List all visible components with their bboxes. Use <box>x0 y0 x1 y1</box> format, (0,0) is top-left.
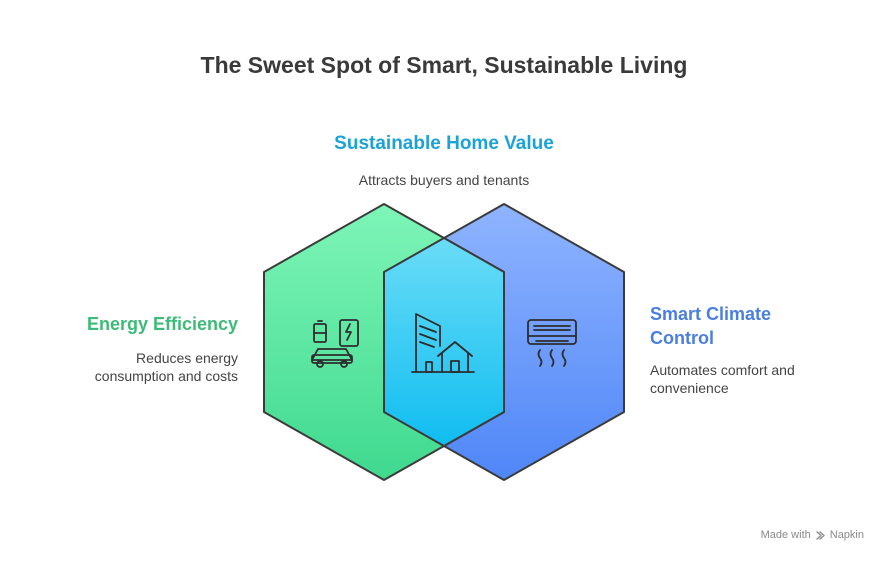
smart-climate-heading-line: Control <box>650 328 714 348</box>
smart-climate-heading-line: Smart Climate <box>650 304 772 324</box>
diagram-title: The Sweet Spot of Smart, Sustainable Liv… <box>200 52 688 78</box>
sustainable-home-overlap <box>383 237 505 447</box>
battery-car-icon <box>311 319 359 368</box>
sustainable-home-heading: Sustainable Home Value <box>334 133 554 154</box>
smart-climate-description-line: convenience <box>650 380 729 396</box>
smart-climate-description-line: Automates comfort and <box>650 362 795 378</box>
energy-efficiency-description: Reduces energy consumption and costs <box>40 349 238 385</box>
air-conditioner-icon <box>527 319 577 367</box>
made-with-napkin-footer[interactable]: Made with Napkin <box>761 529 864 541</box>
building-house-icon <box>411 313 475 373</box>
energy-efficiency-description-line: Reduces energy <box>136 350 238 366</box>
napkin-logo-icon <box>816 530 825 540</box>
smart-climate-description: Automates comfort and convenience <box>650 361 850 397</box>
smart-climate-heading: Smart Climate Control <box>650 302 840 350</box>
footer-prefix: Made with <box>760 529 811 541</box>
energy-efficiency-heading: Energy Efficiency <box>86 314 238 334</box>
footer-brand: Napkin <box>829 529 864 541</box>
sustainable-home-description: Attracts buyers and tenants <box>358 172 530 188</box>
energy-efficiency-description-line: consumption and costs <box>94 368 238 384</box>
